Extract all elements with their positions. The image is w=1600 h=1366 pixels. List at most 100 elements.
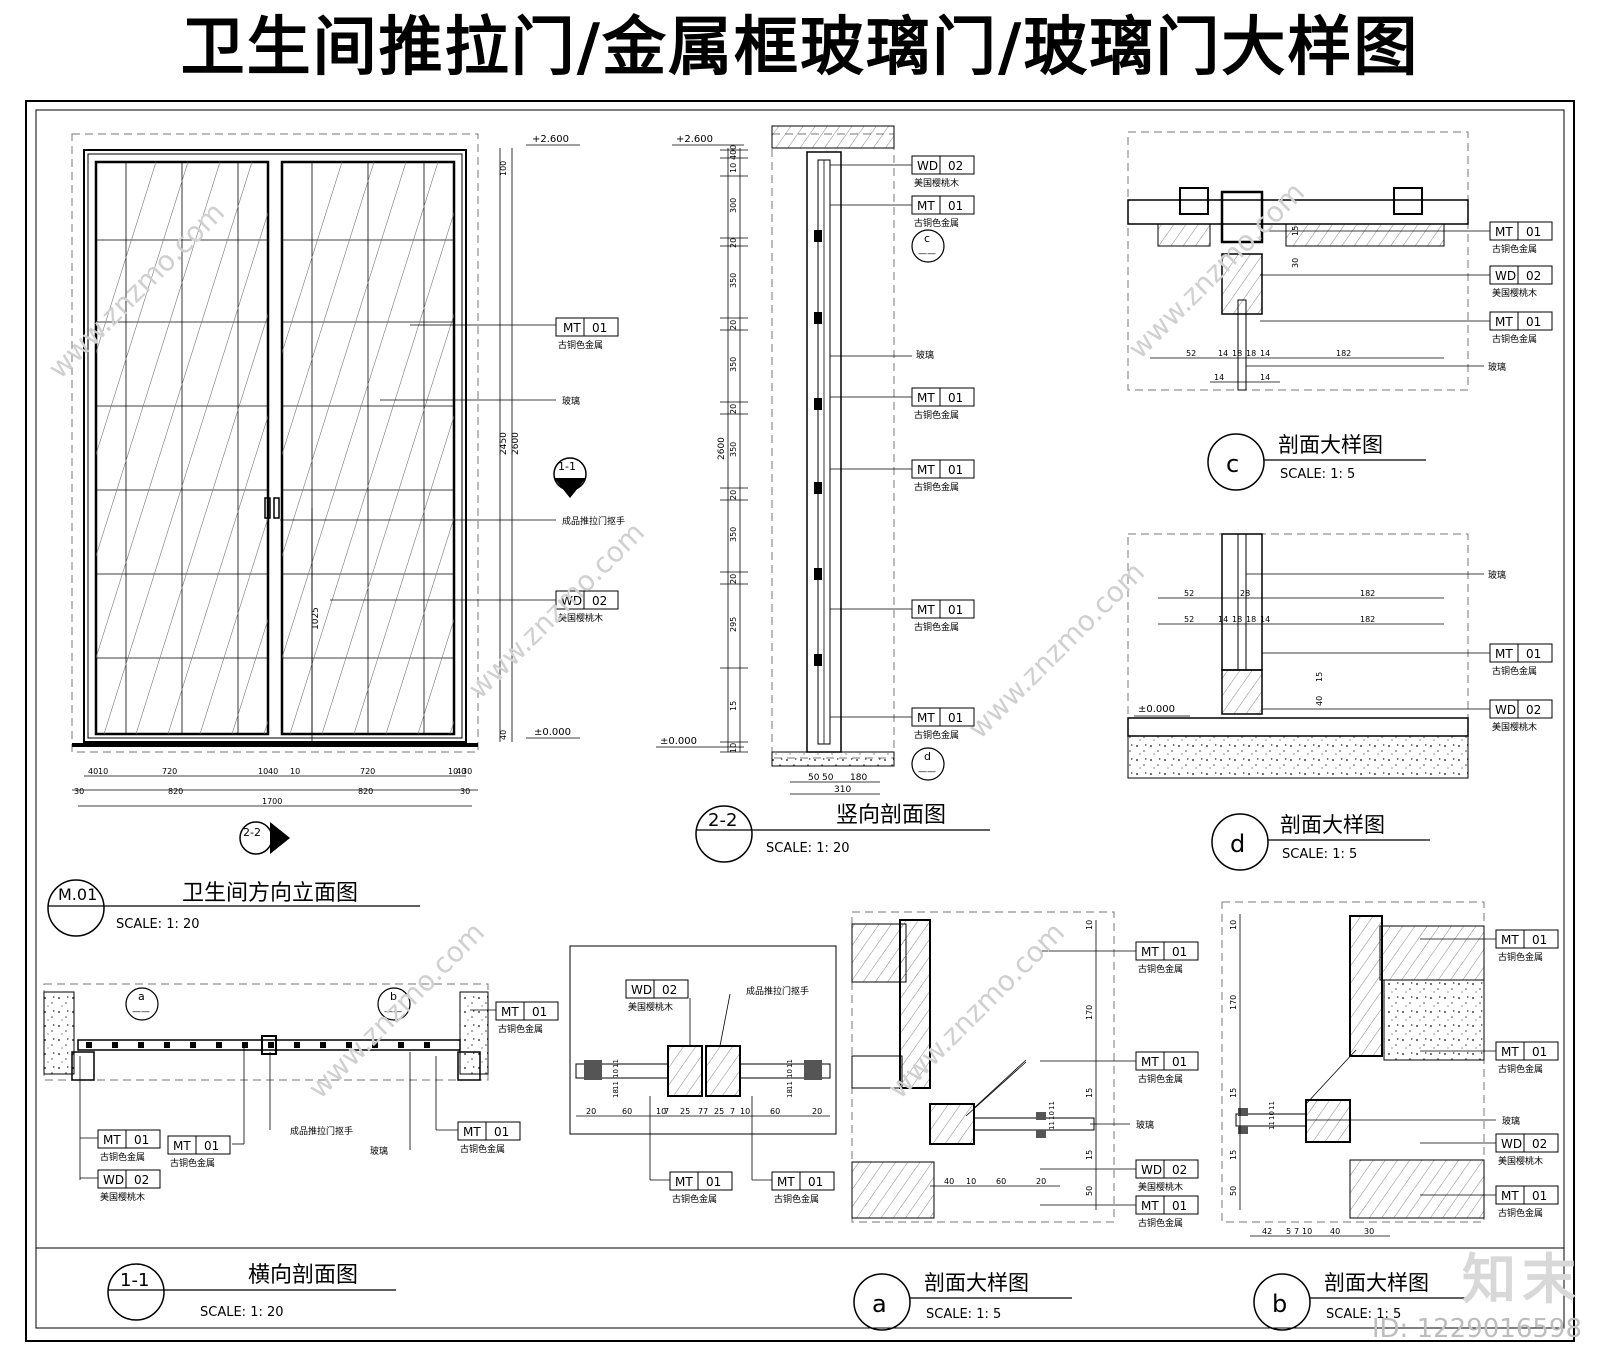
dc-track xyxy=(1220,190,1264,244)
leaf0-hatch-6 xyxy=(167,415,268,734)
hs-tag-mt-0-num: 01 xyxy=(134,1133,149,1147)
vs-dim-14: 10 xyxy=(729,743,738,753)
leaf0-hatch-7 xyxy=(199,516,268,734)
watermark-diagonals: www.znzmo.com www.znzmo.com www.znzmo.co… xyxy=(42,176,1311,1105)
handle-right xyxy=(273,497,280,519)
vs-tag-mt-5-name: 古铜色金属 xyxy=(914,729,959,741)
dc-glass xyxy=(1237,299,1247,391)
hs-tag-wd-0-code: WD xyxy=(103,1173,124,1187)
da-wall-mid xyxy=(851,1055,903,1089)
da-tag-mt-0-box xyxy=(1135,941,1199,961)
db-wall-top xyxy=(1379,925,1485,981)
vs-tag-mt-1-name: 古铜色金属 xyxy=(914,217,959,229)
hd-side-r-2: 11 xyxy=(786,1059,794,1068)
wm-4: www.znzmo.com xyxy=(1122,176,1311,365)
da-label-glass: 玻璃 xyxy=(1136,1119,1154,1131)
vs-tag-mt-5-code: MT xyxy=(917,711,935,725)
dd-dim-b-4: 14 xyxy=(1260,615,1270,624)
elev-label-handle: 成品推拉门抠手 xyxy=(562,515,625,527)
vs-dim-7: 20 xyxy=(729,404,738,414)
hd-tag-wd-0-name: 美国樱桃木 xyxy=(628,1001,673,1013)
dd-tag-mt-0-num: 01 xyxy=(1526,647,1541,661)
dc-tag-mt-2-name: 古铜色金属 xyxy=(1492,333,1537,345)
hd-side-r-1: 10 xyxy=(786,1069,794,1078)
hs-tag-mt-1-num: 01 xyxy=(204,1139,219,1153)
dc-tag-circle xyxy=(1207,433,1265,491)
db-tag-mt-1-box xyxy=(1495,1041,1559,1061)
leaf1-hatch-6 xyxy=(353,415,454,734)
vs-dim-b0: 50 xyxy=(808,773,820,783)
vs-floor xyxy=(771,751,895,767)
vs-tag-circle xyxy=(695,805,753,863)
da-dim-r-0: 10 xyxy=(1085,920,1094,930)
da-profile xyxy=(929,1103,975,1145)
dc-rail-right xyxy=(1393,187,1423,215)
elev-dim-bottom-8: 40 xyxy=(456,767,466,776)
leaf1-hatch-2 xyxy=(282,162,407,558)
vs-dim-1: 10 xyxy=(729,163,738,173)
vs-tag-mt-3-name: 古铜色金属 xyxy=(914,481,959,493)
leaf1-hatch-8 xyxy=(417,618,454,734)
da-dim-b-0: 40 xyxy=(944,1177,954,1186)
vs-mark-c-label: c xyxy=(924,232,930,245)
dd-scale: SCALE: 1: 5 xyxy=(1282,847,1357,862)
leaf1-hatch-0 xyxy=(282,162,343,354)
elevation-title: 卫生间方向立面图 xyxy=(182,881,358,906)
hd-dim-4: 25 xyxy=(680,1107,690,1116)
db-tag: b xyxy=(1272,1290,1287,1318)
dc-tag-wd-1-box xyxy=(1489,265,1553,285)
hs-tag-mt-2-code: MT xyxy=(463,1125,481,1139)
hs-bolt-12 xyxy=(398,1042,404,1048)
dc-title: 剖面大样图 xyxy=(1278,433,1383,457)
vs-dim-9: 20 xyxy=(729,490,738,500)
hd-profile-left xyxy=(667,1045,703,1097)
dd-tag: d xyxy=(1230,830,1245,858)
hd-dim-9: 60 xyxy=(770,1107,780,1116)
hs-mark-a-label: a xyxy=(138,990,145,1003)
vs-tag-mt-3-code: MT xyxy=(917,463,935,477)
dc-tag-wd-1-name: 美国樱桃木 xyxy=(1492,287,1537,299)
da-tag-mt-1-box xyxy=(1135,1051,1199,1071)
da-tag-mt-1-num: 01 xyxy=(1172,1055,1187,1069)
hd-dim-8: 10 xyxy=(740,1107,750,1116)
dc-dim-4: 14 xyxy=(1260,349,1270,358)
dd-glass xyxy=(1237,533,1247,671)
db-dim-l-2: 15 xyxy=(1229,1088,1238,1098)
dd-floor-concrete xyxy=(1127,735,1469,779)
vs-dim-6: 350 xyxy=(729,357,738,372)
leaf-grid xyxy=(96,162,454,734)
svg-text:02: 02 xyxy=(592,594,607,608)
leaf1-hatch-4 xyxy=(289,211,454,734)
dc-tag-mt-2-box xyxy=(1489,311,1553,331)
da-tag-mt-0-num: 01 xyxy=(1172,945,1187,959)
vs-dim-5: 20 xyxy=(729,320,738,330)
vs-mark-c xyxy=(911,229,945,263)
db-tag-mt-0-num: 01 xyxy=(1532,933,1547,947)
hs-scale: SCALE: 1: 20 xyxy=(200,1305,284,1320)
dc-left-block xyxy=(1157,223,1211,247)
door-frame-inner xyxy=(87,153,463,739)
vs-dim-3: 20 xyxy=(729,238,738,248)
vs-bolt-5 xyxy=(814,654,822,666)
da-tag-mt-0-name: 古铜色金属 xyxy=(1138,963,1183,975)
hs-wall-right xyxy=(459,991,489,1075)
dc-dim-side-0: 30 xyxy=(1291,258,1300,268)
vs-dash-box xyxy=(771,133,895,759)
db-dim-b-5: 30 xyxy=(1364,1227,1374,1236)
dd-dim-b-2: 18 xyxy=(1232,615,1242,624)
